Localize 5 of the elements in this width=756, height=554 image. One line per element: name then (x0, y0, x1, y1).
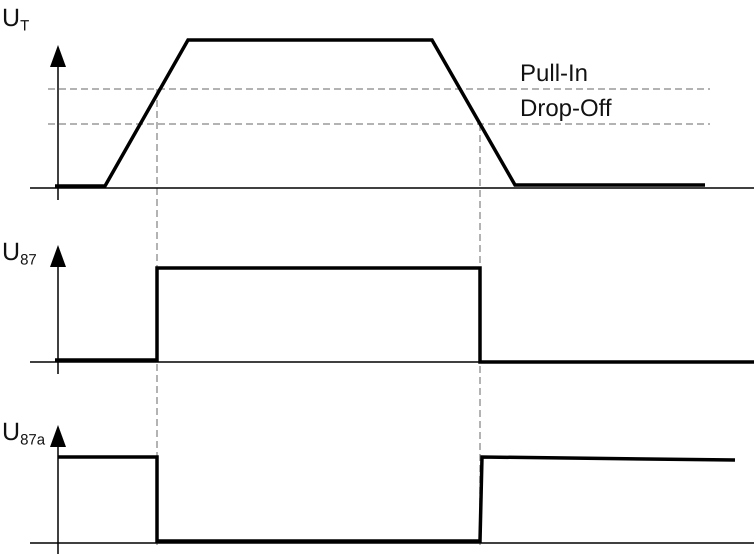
threshold-label: Pull-In (520, 62, 588, 86)
threshold-label: Drop-Off (520, 97, 612, 121)
axis-label: U$_{87}$ (2, 240, 37, 268)
axis-label: U$_{87a}$ (2, 420, 46, 448)
axis-label: U$_{T}$ (2, 6, 30, 34)
